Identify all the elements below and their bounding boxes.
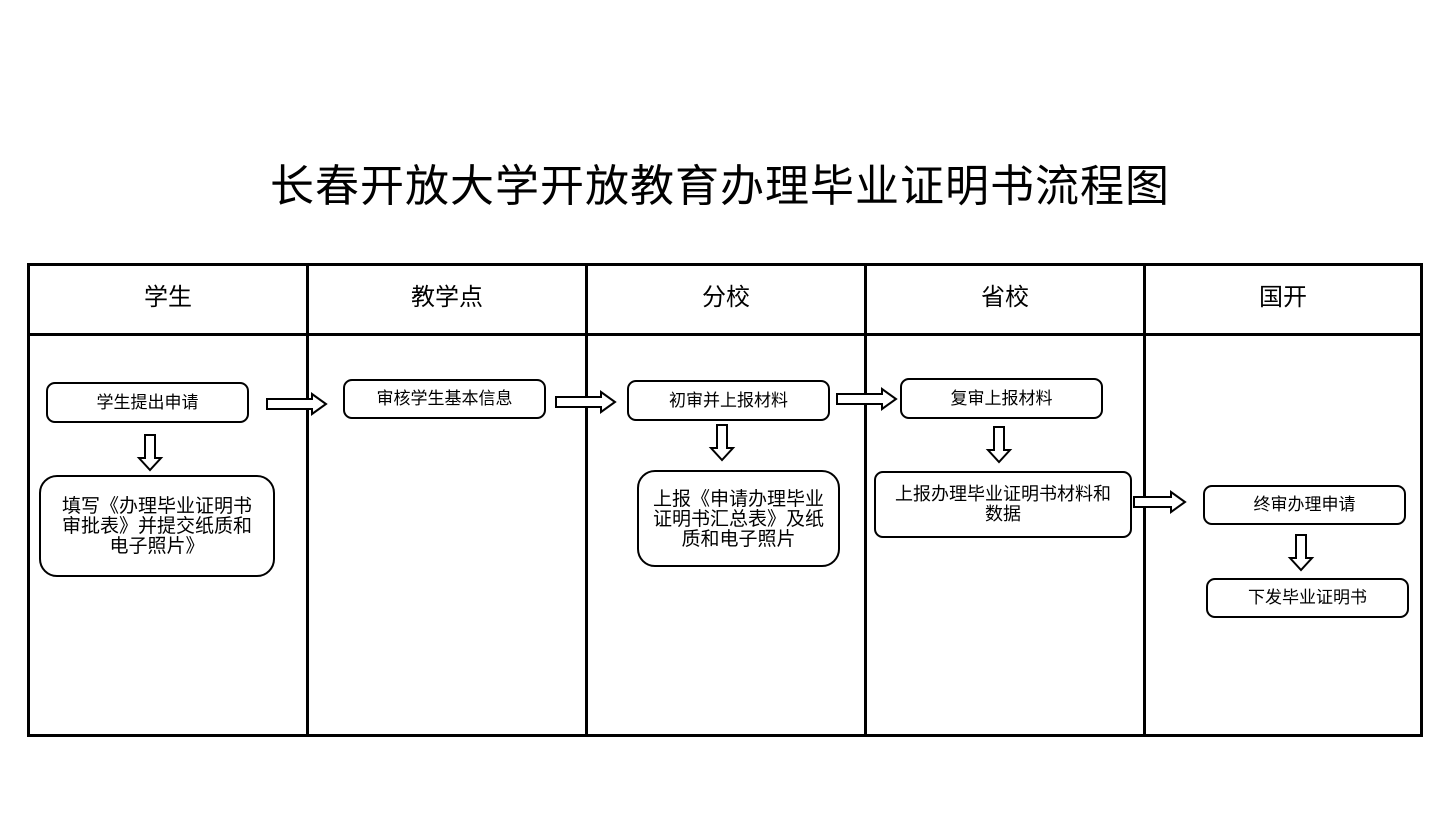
lane-header-student: 学生	[144, 283, 192, 311]
right-arrow-icon	[266, 392, 328, 416]
step-province-submit-data-label: 上报办理毕业证明书材料和数据	[895, 483, 1111, 525]
step-national-issue-certificate-label: 下发毕业证明书	[1248, 588, 1367, 608]
lane-divider	[306, 266, 309, 734]
step-branch-submit-summary-label: 上报《申请办理毕业证明书汇总表》及纸质和电子照片	[653, 487, 825, 550]
right-arrow-icon	[836, 387, 898, 411]
lane-header-branch-school: 分校	[702, 283, 750, 311]
step-province-recheck: 复审上报材料	[900, 378, 1103, 419]
lane-header-provincial-school: 省校	[981, 283, 1029, 311]
page-title: 长春开放大学开放教育办理毕业证明书流程图	[270, 161, 1170, 212]
right-arrow-icon	[1133, 490, 1187, 514]
down-arrow-icon	[985, 426, 1013, 464]
lane-header-national-university: 国开	[1259, 283, 1307, 311]
step-student-apply-label: 学生提出申请	[96, 392, 199, 413]
step-national-final-review: 终审办理申请	[1203, 485, 1406, 525]
down-arrow-icon	[1287, 534, 1315, 572]
step-branch-submit-summary: 上报《申请办理毕业证明书汇总表》及纸质和电子照片	[637, 470, 840, 567]
step-national-issue-certificate: 下发毕业证明书	[1206, 578, 1409, 618]
down-arrow-icon	[136, 434, 164, 472]
step-branch-initial-review-label: 初审并上报材料	[669, 390, 788, 411]
lane-divider	[864, 266, 867, 734]
right-arrow-icon	[555, 390, 617, 414]
step-student-fill-form: 填写《办理毕业证明书审批表》并提交纸质和电子照片》	[39, 475, 275, 577]
swimlane-table: 学生 教学点 分校 省校 国开	[27, 263, 1423, 737]
step-student-apply: 学生提出申请	[46, 382, 249, 423]
step-student-fill-form-label: 填写《办理毕业证明书审批表》并提交纸质和电子照片》	[61, 495, 252, 557]
step-branch-initial-review: 初审并上报材料	[627, 380, 830, 421]
lane-header-teaching-site: 教学点	[411, 283, 483, 311]
down-arrow-icon	[708, 424, 736, 462]
step-site-review: 审核学生基本信息	[343, 379, 546, 419]
step-province-submit-data: 上报办理毕业证明书材料和数据	[874, 471, 1132, 538]
step-national-final-review-label: 终审办理申请	[1253, 495, 1356, 515]
lane-divider	[585, 266, 588, 734]
step-site-review-label: 审核学生基本信息	[376, 389, 513, 409]
step-province-recheck-label: 复审上报材料	[950, 388, 1053, 409]
lane-header-row	[30, 266, 1420, 336]
